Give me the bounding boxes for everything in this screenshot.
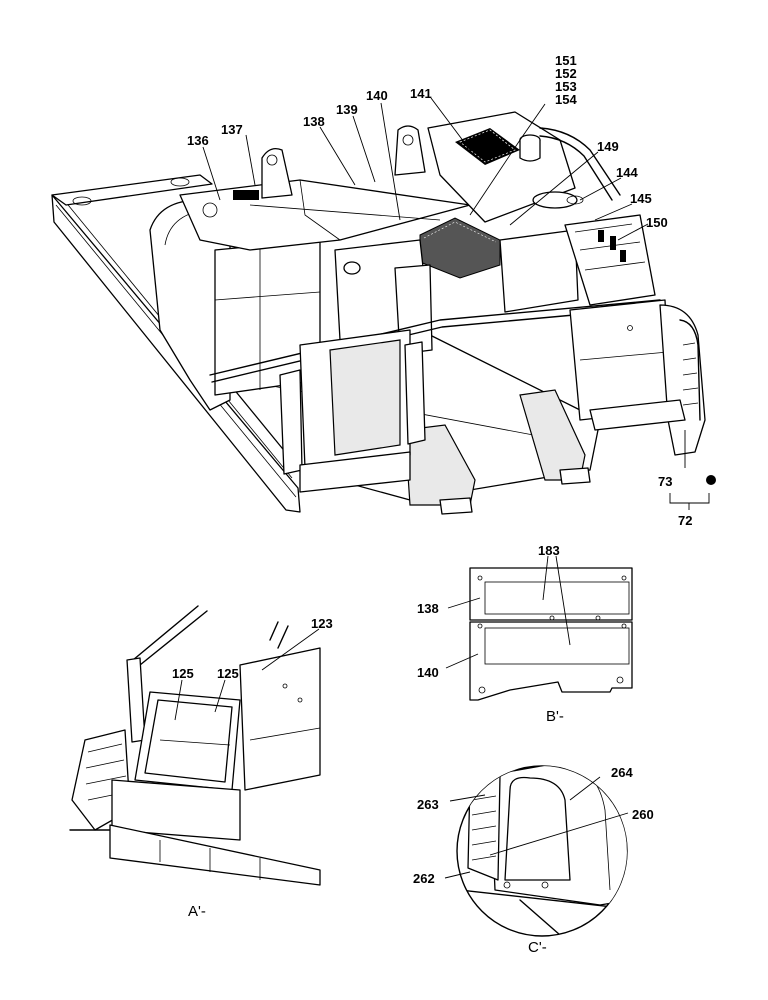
view-label-a: A'- xyxy=(188,903,206,920)
callout-139: 139 xyxy=(336,102,358,117)
callout-b138: 138 xyxy=(417,601,439,616)
view-a-detail xyxy=(69,605,321,886)
callout-183: 183 xyxy=(538,543,560,558)
callout-138: 138 xyxy=(303,114,325,129)
electrical-box xyxy=(564,214,656,306)
callout-260: 260 xyxy=(632,807,654,822)
callout-154: 154 xyxy=(555,92,577,107)
view-label-b: B'- xyxy=(546,708,564,725)
callout-151: 151 xyxy=(555,53,577,68)
view-label-c: C'- xyxy=(528,939,547,956)
panel-138 xyxy=(469,567,633,621)
bullet-marker xyxy=(706,475,716,485)
callout-72: 72 xyxy=(678,513,692,528)
callout-262: 262 xyxy=(413,871,435,886)
vent-grille xyxy=(233,190,259,200)
callout-73: 73 xyxy=(658,474,672,489)
callout-137: 137 xyxy=(221,122,243,137)
callout-125-a: 125 xyxy=(172,666,194,681)
callout-264: 264 xyxy=(611,765,633,780)
callout-145: 145 xyxy=(630,191,652,206)
lifting-lug-left xyxy=(261,147,293,199)
panel-140 xyxy=(469,621,633,701)
callout-263: 263 xyxy=(417,797,439,812)
callout-140: 140 xyxy=(366,88,388,103)
callout-123: 123 xyxy=(311,616,333,631)
callout-144: 144 xyxy=(616,165,638,180)
main-callout-leaders xyxy=(202,97,716,510)
lifting-lug-right xyxy=(394,125,426,176)
callout-136: 136 xyxy=(187,133,209,148)
callout-125-b: 125 xyxy=(217,666,239,681)
main-assembly-view xyxy=(51,111,706,515)
callout-b140: 140 xyxy=(417,665,439,680)
callout-152: 152 xyxy=(555,66,577,81)
view-b-panels xyxy=(445,555,633,701)
view-c-detail xyxy=(444,765,629,937)
callout-150: 150 xyxy=(646,215,668,230)
callout-141: 141 xyxy=(410,86,432,101)
callout-153: 153 xyxy=(555,79,577,94)
callout-149: 149 xyxy=(597,139,619,154)
